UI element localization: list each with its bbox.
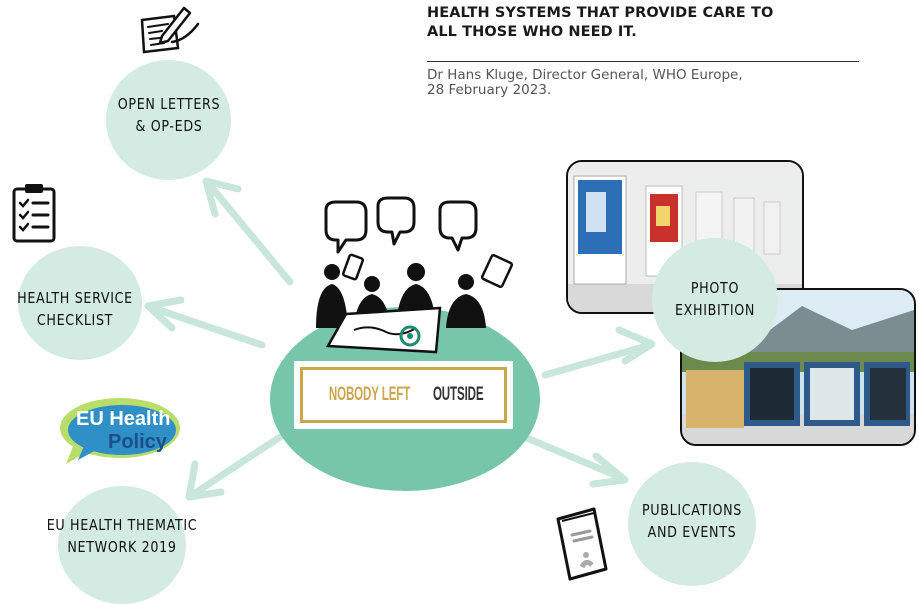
arrow-to-eu-network <box>185 433 284 501</box>
arrow-to-open-letters <box>202 177 294 286</box>
node-label-eu-network: EU HEALTH THEMATIC NETWORK 2019 <box>32 514 212 558</box>
booklet-icon <box>556 507 608 581</box>
node-label-open-letters: OPEN LETTERS & OP-EDS <box>99 93 238 137</box>
quote-divider <box>427 61 859 62</box>
quote-line-1: HEALTH SYSTEMS THAT PROVIDE CARE TO <box>427 5 774 21</box>
node-bubble-publications <box>628 462 756 586</box>
arrow-to-publications <box>518 432 629 488</box>
node-bubble-photo <box>652 238 778 362</box>
people-around-table-illustration <box>316 196 514 354</box>
speech-bubble-icon <box>438 200 478 252</box>
node-label-checklist: HEALTH SERVICE CHECKLIST <box>5 287 144 331</box>
node-label-line: PUBLICATIONS <box>641 501 743 519</box>
node-label-line: EXHIBITION <box>674 301 756 319</box>
node-bubble-eu-network <box>58 486 186 604</box>
smartphone-icon <box>341 253 365 281</box>
node-bubble-open-letters <box>106 60 231 180</box>
node-label-line: NETWORK 2019 <box>67 538 177 556</box>
nobody-left-outside-logo: NOBODY LEFT OUTSIDE <box>294 361 513 429</box>
node-label-line: PHOTO <box>690 279 740 297</box>
node-label-line: OPEN LETTERS <box>117 95 221 113</box>
quote-line-2: ALL THOSE WHO NEED IT. <box>427 24 637 40</box>
speech-bubble-icon <box>324 200 368 254</box>
node-label-line: AND EVENTS <box>647 523 737 541</box>
attribution-line-1: Dr Hans Kluge, Director General, WHO Eur… <box>427 67 743 83</box>
speech-bubble-icon <box>376 196 416 246</box>
node-label-line: HEALTH SERVICE <box>17 289 133 307</box>
node-label-line: & OP-EDS <box>135 117 203 135</box>
clipboard-checklist-icon <box>12 184 56 243</box>
quote-attribution: Dr Hans Kluge, Director General, WHO Eur… <box>427 68 847 98</box>
arrow-to-photo <box>541 326 656 379</box>
arrow-to-checklist <box>144 296 266 349</box>
node-label-line: CHECKLIST <box>36 311 114 329</box>
quote-text: HEALTH SYSTEMS THAT PROVIDE CARE TO ALL … <box>427 4 859 42</box>
eu-health-policy-logo-line-2: Policy <box>108 431 168 453</box>
logo-text-gold: NOBODY LEFT <box>328 384 410 405</box>
eu-health-policy-logo-line-1: EU Health <box>76 408 170 430</box>
eu-health-policy-logo: EU Health Policy <box>60 398 180 464</box>
node-label-line: EU HEALTH THEMATIC <box>46 516 198 534</box>
quote-block: HEALTH SYSTEMS THAT PROVIDE CARE TO ALL … <box>427 0 859 98</box>
node-label-publications: PUBLICATIONS AND EVENTS <box>622 499 761 543</box>
pencil-writing-icon <box>140 6 200 54</box>
logo-text-dark: OUTSIDE <box>432 384 483 405</box>
node-bubble-checklist <box>18 246 142 360</box>
attribution-line-2: 28 February 2023. <box>427 82 552 98</box>
node-label-photo: PHOTO EXHIBITION <box>645 277 784 321</box>
